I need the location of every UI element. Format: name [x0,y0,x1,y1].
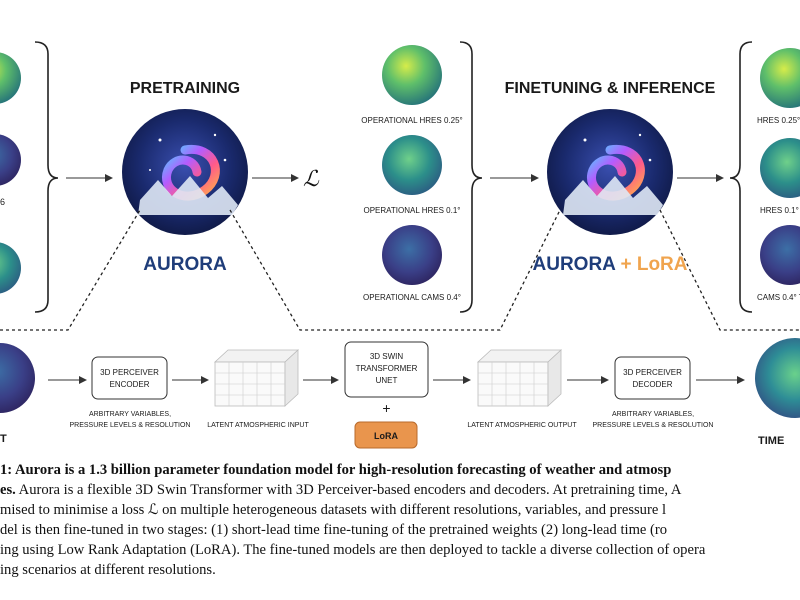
right-bracket [729,41,753,313]
aurora-logo [122,109,248,235]
aurora-lora-label-plus: + LoRA [615,254,688,275]
dataset-globe-hres-025 [382,45,442,105]
input-label: T [0,433,7,445]
middle-bracket [459,41,483,313]
left-globe-column: 6 [0,52,21,294]
input-globe [0,343,35,413]
left-globe-2 [0,134,21,186]
output-globe-2 [760,138,800,198]
dataset-label-3: OPERATIONAL CAMS 0.4° [363,293,461,302]
dataset-globe-cams-04 [382,225,442,285]
caption-line-3: mised to minimise a loss ℒ on multiple h… [0,502,667,518]
caption-line-2: es. Aurora is a flexible 3D Swin Transfo… [0,480,800,500]
left-bracket [34,41,59,313]
pretraining-title: PRETRAINING [130,80,240,97]
aurora-lora-logo [547,109,673,235]
finetuning-title: FINETUNING & INFERENCE [505,80,716,97]
latent-output-label: LATENT ATMOSPHERIC OUTPUT [467,422,577,429]
swin-label-line2: TRANSFORMER [356,364,418,373]
output-globe [755,338,800,418]
output-globe-1 [760,48,800,108]
dataset-globe-hres-01 [382,135,442,195]
loss-symbol: ℒ [303,166,320,191]
decoder-label-line1: 3D PERCEIVER [623,368,682,377]
aurora-lora-label: AURORA + LoRA [533,254,688,275]
lora-box [354,421,418,449]
figure-caption: 1: Aurora is a 1.3 billion parameter fou… [0,460,800,600]
decoder-caption-line2: PRESSURE LEVELS & RESOLUTION [593,422,714,429]
lora-label: LoRA [374,431,398,441]
output-globe-3 [760,225,800,285]
zoom-line-left [0,209,141,331]
swin-label-line3: UNET [376,376,398,385]
encoder-caption-line2: PRESSURE LEVELS & RESOLUTION [70,422,191,429]
output-label-2: HRES 0.1° T [760,206,800,215]
latent-input-label: LATENT ATMOSPHERIC INPUT [207,422,309,429]
pipeline: T 3D PERCEIVER ENCODER ARBITRARY VARIABL… [0,338,800,449]
aurora-figure: 6 PRETRAINING AURORA ℒ OPERATIONAL HRES … [0,41,800,449]
swin-box [344,341,429,398]
decoder-box [614,356,691,400]
decoder-caption-line1: ARBITRARY VARIABLES, [612,411,694,418]
caption-line-5: ing using Low Rank Adaptation (LoRA). Th… [0,542,706,558]
left-partial-label: 6 [0,197,5,207]
caption-line-2-rest: Aurora is a flexible 3D Swin Transformer… [15,482,682,498]
operational-datasets: OPERATIONAL HRES 0.25° OPERATIONAL HRES … [361,45,463,302]
caption-line-6: ing scenarios at different resolutions. [0,562,216,578]
left-globe-3 [0,242,21,294]
dataset-label-1: OPERATIONAL HRES 0.25° [361,116,462,125]
dataset-label-2: OPERATIONAL HRES 0.1° [363,206,460,215]
right-output-column: HRES 0.25° T HRES 0.1° T CAMS 0.4° T [757,48,800,302]
output-label-3: CAMS 0.4° T [757,293,800,302]
caption-line-2-bold: es. [0,482,16,498]
decoder-label-line2: DECODER [632,380,672,389]
output-label-1: HRES 0.25° T [757,116,800,125]
latent-output-cube [476,349,563,407]
zoom-line-right [659,209,800,331]
encoder-label-line2: ENCODER [109,380,149,389]
encoder-label-line1: 3D PERCEIVER [100,368,159,377]
left-globe-1 [0,52,21,104]
output-label: TIME [758,435,784,447]
encoder-caption-line1: ARBITRARY VARIABLES, [89,411,171,418]
caption-line-1: 1: Aurora is a 1.3 billion parameter fou… [0,462,672,478]
aurora-label: AURORA [143,254,227,275]
latent-input-cube [213,349,300,407]
encoder-box [91,356,168,400]
aurora-lora-label-main: AURORA [533,254,617,275]
caption-line-4: del is then fine-tuned in two stages: (1… [0,522,668,538]
swin-label-line1: 3D SWIN [370,352,404,361]
plus-sign: + [382,400,390,416]
